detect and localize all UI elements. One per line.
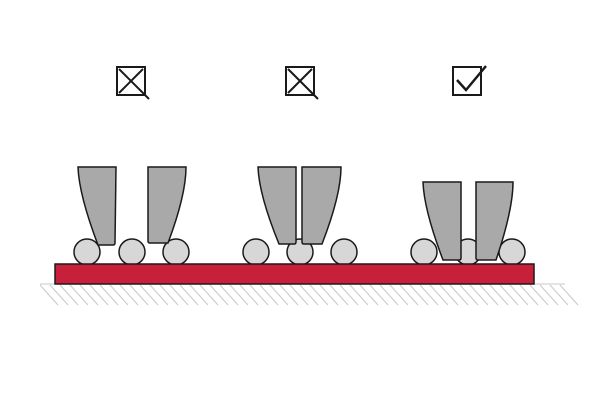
- hatch-line: [259, 284, 279, 306]
- hatch-line: [49, 284, 69, 306]
- crossed-box-icon: [285, 66, 319, 100]
- hatch-line: [329, 284, 349, 306]
- solder-ball: [410, 238, 438, 266]
- hatch-line: [229, 284, 249, 306]
- hatch-line: [69, 284, 89, 306]
- tweezer-tip-right: [301, 166, 342, 245]
- hatch-line: [59, 284, 79, 306]
- hatch-line: [369, 284, 389, 306]
- hatch-line: [499, 284, 519, 306]
- example-1-incorrect: [73, 66, 190, 266]
- hatch-line: [509, 284, 529, 306]
- hatch-line: [389, 284, 409, 306]
- ground-hatching: [39, 284, 579, 306]
- hatch-line: [249, 284, 269, 306]
- tweezer-tip-right: [475, 181, 514, 261]
- hatch-line: [449, 284, 469, 306]
- hatch-line: [209, 284, 229, 306]
- solder-ball: [73, 238, 101, 266]
- red-substrate-board: [54, 263, 535, 285]
- hatch-line: [159, 284, 179, 306]
- hatch-line: [199, 284, 219, 306]
- solder-ball: [498, 238, 526, 266]
- hatch-line: [179, 284, 199, 306]
- crossed-box-icon: [116, 66, 150, 100]
- hatch-line: [439, 284, 459, 306]
- hatch-line: [79, 284, 99, 306]
- example-3-correct: [410, 65, 526, 266]
- hatch-line: [169, 284, 189, 306]
- tweezer-tip-left: [422, 181, 462, 261]
- hatch-line: [129, 284, 149, 306]
- solder-ball: [242, 238, 270, 266]
- hatch-line: [379, 284, 399, 306]
- hatch-line: [99, 284, 119, 306]
- hatch-line: [299, 284, 319, 306]
- solder-ball: [118, 238, 146, 266]
- hatch-line: [459, 284, 479, 306]
- hatch-line: [429, 284, 449, 306]
- hatch-line: [549, 284, 569, 306]
- hatch-line: [479, 284, 499, 306]
- hatch-line: [349, 284, 369, 306]
- hatch-line: [309, 284, 329, 306]
- hatch-line: [529, 284, 549, 306]
- example-2-incorrect: [242, 66, 358, 266]
- hatch-line: [319, 284, 339, 306]
- hatch-line: [39, 284, 59, 306]
- hatch-line: [469, 284, 489, 306]
- check-box-icon: [452, 65, 487, 96]
- hatch-line: [219, 284, 239, 306]
- hatch-line: [279, 284, 299, 306]
- hatch-line: [519, 284, 539, 306]
- hatch-line: [119, 284, 139, 306]
- hatch-line: [559, 284, 579, 306]
- hatch-line: [149, 284, 169, 306]
- hatch-line: [339, 284, 359, 306]
- hatch-line: [269, 284, 289, 306]
- hatch-line: [489, 284, 509, 306]
- hatch-line: [239, 284, 259, 306]
- hatch-line: [419, 284, 439, 306]
- hatch-line: [189, 284, 209, 306]
- hatch-line: [399, 284, 419, 306]
- hatch-line: [109, 284, 129, 306]
- hatch-line: [409, 284, 429, 306]
- tweezer-tip-left: [77, 166, 117, 246]
- hatch-line: [289, 284, 309, 306]
- hatch-line: [89, 284, 109, 306]
- tweezer-tip-right: [147, 166, 187, 244]
- hatch-line: [139, 284, 159, 306]
- solder-ball: [330, 238, 358, 266]
- tweezer-tip-left: [257, 166, 297, 245]
- hatch-line: [359, 284, 379, 306]
- hatch-line: [539, 284, 559, 306]
